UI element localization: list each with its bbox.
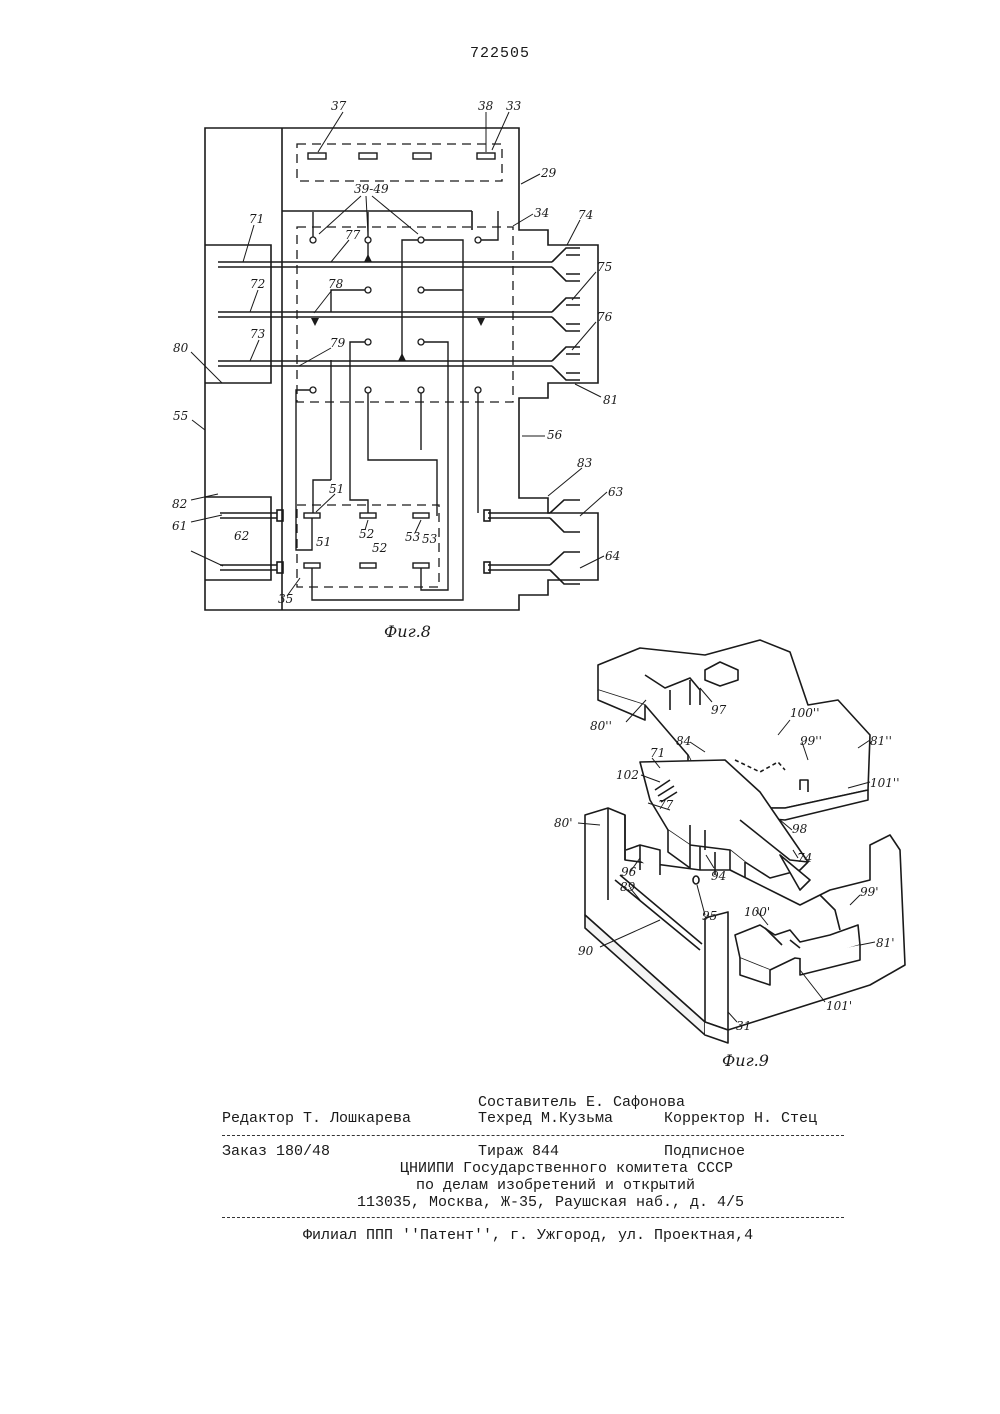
fig9-label-99p: 99' <box>860 885 879 899</box>
fig9-label-74: 74 <box>797 851 812 865</box>
fig9-label-94: 94 <box>711 869 726 883</box>
imprint-techred: Техред М.Кузьма <box>478 1110 613 1128</box>
imprint-branch: Филиал ППП ''Патент'', г. Ужгород, ул. П… <box>303 1227 753 1245</box>
imprint-subscription: Подписное <box>664 1143 745 1161</box>
imprint-circulation: Тираж 844 <box>478 1143 559 1161</box>
fig9-label-101pp: 101'' <box>870 776 900 790</box>
divider-1 <box>222 1135 844 1136</box>
divider-2 <box>222 1217 844 1218</box>
fig9-label-77: 77 <box>658 798 674 812</box>
fig9-label-31: 31 <box>736 1019 751 1033</box>
fig9-label-80pp: 80'' <box>590 719 612 733</box>
fig9-label-101p: 101' <box>826 999 852 1013</box>
fig9-label-90: 90 <box>578 944 594 958</box>
fig9-label-81pp: 81'' <box>870 734 892 748</box>
imprint-corrector: Корректор Н. Стец <box>664 1110 817 1128</box>
imprint-org-line1: ЦНИИПИ Государственного комитета СССР <box>400 1160 733 1178</box>
fig9-label-81p: 81' <box>876 936 895 950</box>
fig9-label-100p: 100' <box>744 905 770 919</box>
fig9-label-89: 89 <box>620 880 636 894</box>
fig9-label-95: 95 <box>702 909 717 923</box>
fig9-label-100pp: 100'' <box>790 706 820 720</box>
imprint-order: Заказ 180/48 <box>222 1143 330 1161</box>
fig9-label-71: 71 <box>650 746 665 760</box>
fig9-label-84: 84 <box>676 734 691 748</box>
imprint-editor: Редактор Т. Лошкарева <box>222 1110 411 1128</box>
fig9-label-102: 102 <box>616 768 639 782</box>
fig9-label-80p: 80' <box>554 816 573 830</box>
imprint-address: 113035, Москва, Ж-35, Раушская наб., д. … <box>357 1194 744 1212</box>
fig9-label-96: 96 <box>621 865 637 879</box>
fig9-label-99pp: 99'' <box>800 734 822 748</box>
figure-9-caption: Фиг.9 <box>722 1051 769 1070</box>
imprint-org-line2: по делам изобретений и открытий <box>416 1177 695 1195</box>
fig9-label-97: 97 <box>711 703 727 717</box>
fig9-label-98: 98 <box>792 822 808 836</box>
